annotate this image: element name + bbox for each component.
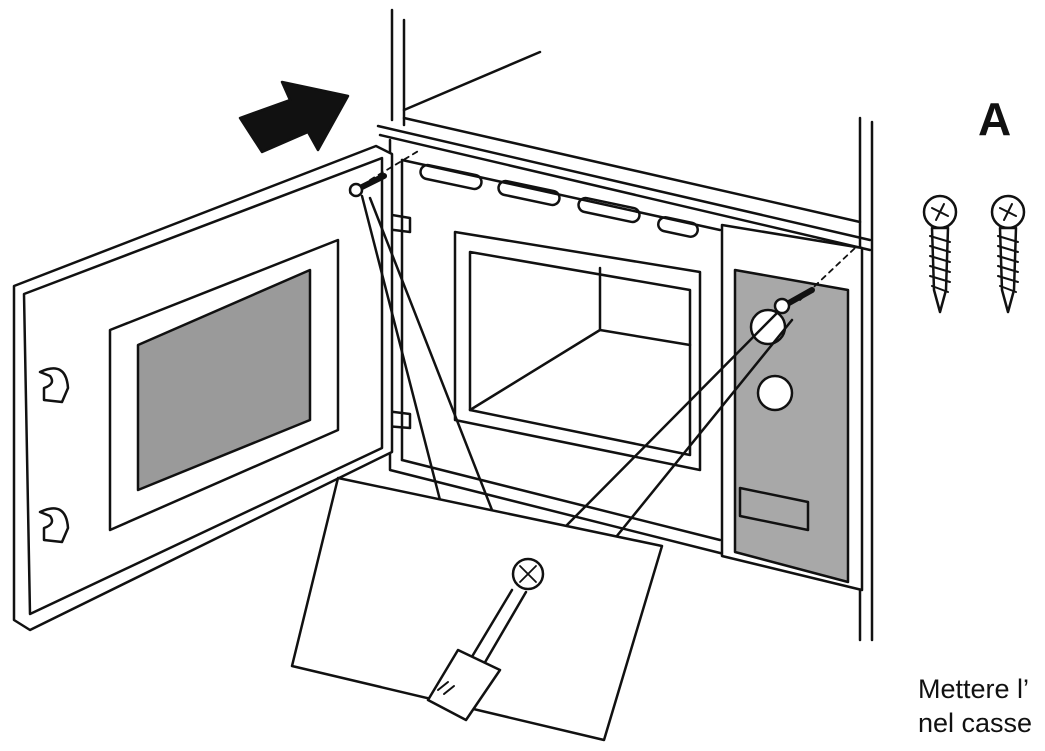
control-panel <box>720 223 864 592</box>
open-door <box>12 144 394 632</box>
installed-screw-icon <box>348 173 387 198</box>
caption-line: nel casse <box>918 708 1033 738</box>
zoom-inset <box>290 476 664 742</box>
oven-body <box>360 138 730 557</box>
screw-icon <box>922 194 958 314</box>
caption-line: Mettere l’ <box>918 674 1030 704</box>
screw-icon <box>990 194 1026 314</box>
callout-beams <box>360 194 794 544</box>
direction-arrow-icon <box>238 80 350 154</box>
screw-label: A <box>978 93 1012 145</box>
installed-screw-icon <box>773 287 815 315</box>
screwdriver-icon <box>426 557 545 722</box>
instruction-caption: Mettere l’ nel casse <box>918 672 1032 740</box>
